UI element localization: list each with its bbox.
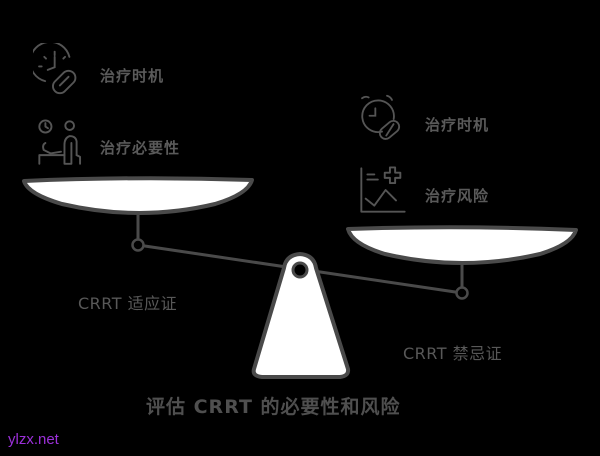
right-caption: CRRT 禁忌证: [403, 344, 503, 363]
medical-chart-icon: [360, 166, 406, 213]
left-pan: [22, 176, 254, 215]
watermark: ylzx.net: [8, 431, 59, 448]
alarm-clock-pill-icon: [361, 94, 401, 140]
diagram-title: 评估 CRRT 的必要性和风险: [146, 396, 401, 418]
left-caption: CRRT 适应证: [78, 294, 178, 313]
right-item-1-label: 治疗时机: [425, 116, 490, 134]
right-pan: [346, 225, 578, 265]
fulcrum: [251, 252, 351, 379]
left-hanger-joint: [131, 238, 145, 252]
left-item-2-label: 治疗必要性: [100, 139, 181, 157]
left-item-1-label: 治疗时机: [100, 67, 165, 85]
clock-pill-icon: [33, 43, 77, 95]
fulcrum-pivot: [291, 261, 309, 279]
right-hanger-joint: [455, 286, 469, 300]
right-item-2-label: 治疗风险: [425, 187, 490, 205]
patient-doctor-icon: [38, 119, 82, 165]
